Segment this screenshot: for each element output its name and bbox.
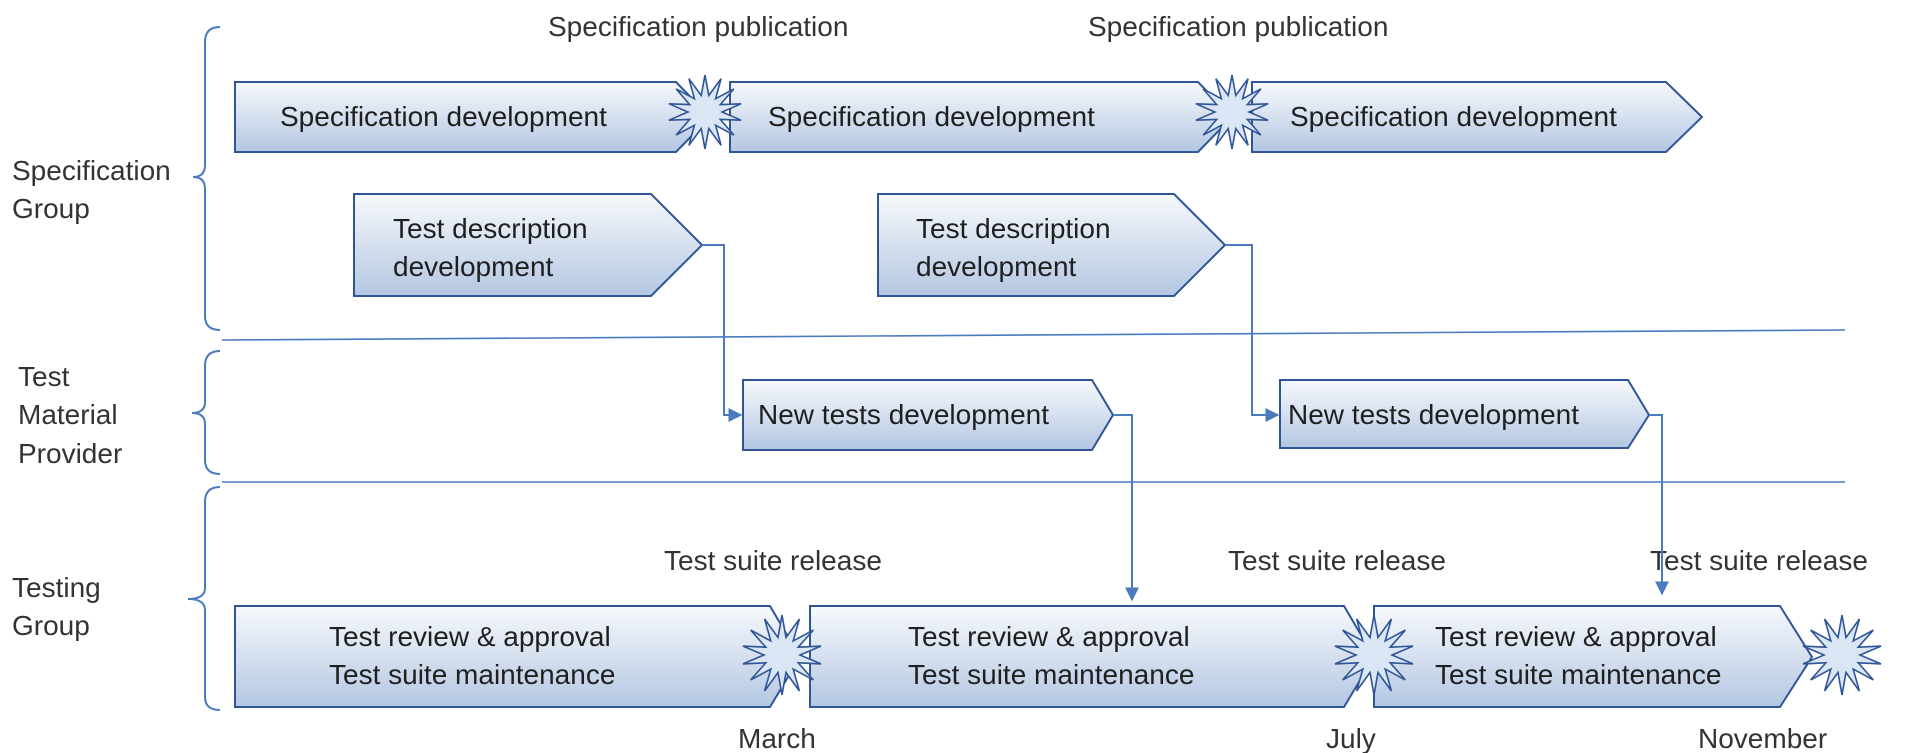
testing-label-3-line2: Test suite maintenance <box>1435 659 1721 690</box>
divider-spec-tmp <box>221 329 1846 341</box>
specification-group-label-line2: Group <box>12 193 90 224</box>
tmp-group-label-line2: Material <box>18 399 118 430</box>
spec-publication-star-1 <box>668 74 742 150</box>
test-desc-label-1: Test description development <box>393 213 595 282</box>
test-desc-label-2-line2: development <box>916 251 1077 282</box>
test-suite-release-star-3 <box>1802 614 1882 696</box>
tmp-group-label: Test Material Provider <box>18 361 125 469</box>
test-suite-release-label-2: Test suite release <box>1228 545 1446 576</box>
testing-label-3-line1: Test review & approval <box>1435 621 1717 652</box>
month-label-july: July <box>1326 723 1376 753</box>
testing-group-label-line2: Group <box>12 610 90 641</box>
spec-dev-label-3: Specification development <box>1290 101 1617 132</box>
tmp-group-label-line1: Test <box>18 361 70 392</box>
specification-group-label-line1: Specification <box>12 155 171 186</box>
test-suite-release-star-1 <box>742 614 822 696</box>
testing-group-label-line1: Testing <box>12 572 101 603</box>
spec-dev-box-2 <box>729 81 1234 153</box>
test-desc-label-1-line1: Test description <box>393 213 588 244</box>
tmp-group-label-line3: Provider <box>18 438 122 469</box>
new-tests-box-1 <box>742 379 1115 451</box>
month-label-november: November <box>1698 723 1827 753</box>
flow-arrow-new-tests-1-to-testing <box>1113 414 1139 602</box>
testing-group-brace <box>187 486 221 711</box>
test-desc-label-2: Test description development <box>916 213 1118 282</box>
specification-group-label: Specification Group <box>12 155 179 224</box>
month-label-march: March <box>738 723 816 753</box>
spec-dev-label-1: Specification development <box>280 101 607 132</box>
flow-arrow-test-desc-1-to-new-tests-1 <box>702 244 743 422</box>
spec-publication-star-2 <box>1195 74 1269 150</box>
new-tests-label-1: New tests development <box>758 399 1049 430</box>
test-suite-release-label-3: Test suite release <box>1650 545 1868 576</box>
milestone-starbursts <box>668 74 1882 696</box>
testing-label-2: Test review & approval Test suite mainte… <box>908 621 1197 690</box>
test-desc-label-1-line2: development <box>393 251 554 282</box>
test-desc-box-1 <box>353 193 704 297</box>
specification-group-brace <box>192 26 221 331</box>
testing-label-3: Test review & approval Test suite mainte… <box>1435 621 1724 690</box>
testing-label-2-line2: Test suite maintenance <box>908 659 1194 690</box>
new-tests-label-2: New tests development <box>1288 399 1579 430</box>
test-suite-release-star-2 <box>1334 614 1414 696</box>
testing-label-1-line1: Test review & approval <box>329 621 611 652</box>
tmp-group-brace <box>191 350 221 475</box>
test-suite-release-label-1: Test suite release <box>664 545 882 576</box>
flow-arrow-new-tests-2-to-testing <box>1649 414 1669 596</box>
flow-arrow-test-desc-2-to-new-tests-2 <box>1225 244 1280 422</box>
spec-dev-box-3 <box>1251 81 1704 153</box>
testing-label-2-line1: Test review & approval <box>908 621 1190 652</box>
spec-dev-label-2: Specification development <box>768 101 1095 132</box>
test-desc-box-2 <box>877 193 1227 297</box>
testing-label-1-line2: Test suite maintenance <box>329 659 615 690</box>
testing-label-1: Test review & approval Test suite mainte… <box>329 621 618 690</box>
new-tests-box-2 <box>1279 379 1651 449</box>
test-desc-label-2-line1: Test description <box>916 213 1111 244</box>
testing-group-label: Testing Group <box>12 572 109 641</box>
spec-publication-label-2: Specification publication <box>1088 11 1388 42</box>
spec-publication-label-1: Specification publication <box>548 11 848 42</box>
